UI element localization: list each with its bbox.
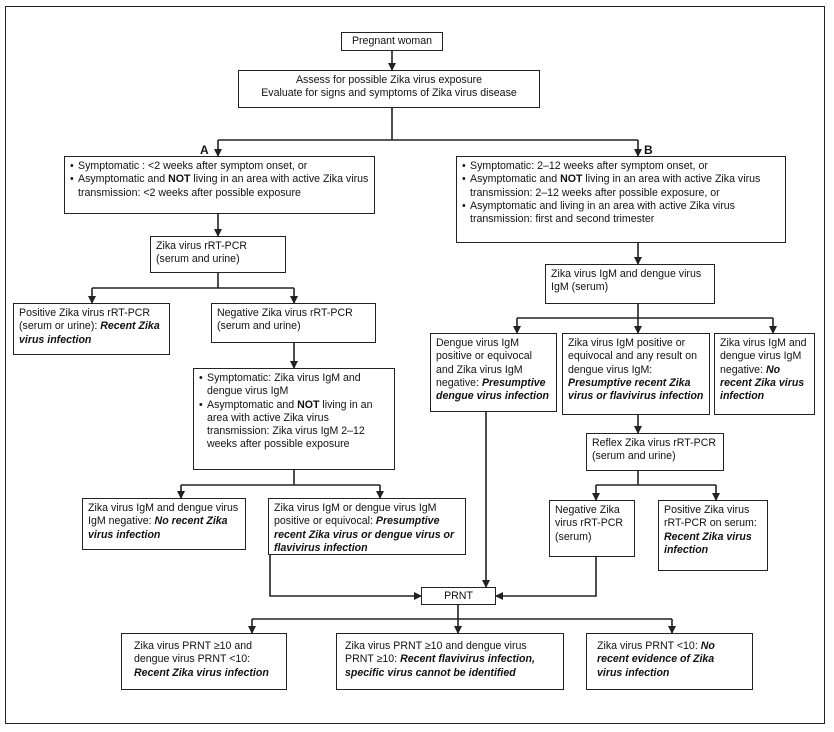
node-line: Reflex Zika virus rRT-PCR — [592, 437, 717, 449]
node-line: Zika virus rRT-PCR — [156, 240, 248, 252]
node-result: Recent Zika virus infection — [19, 320, 160, 346]
node-text: Zika virus PRNT ≥10 and dengue virus PRN… — [345, 640, 527, 666]
node-criteria-b: Symptomatic: 2–12 weeks after symptom on… — [456, 156, 786, 243]
node-prnt-result-3: Zika virus PRNT <10: No recent evidence … — [586, 633, 753, 690]
arrow-igm-pos-a-to-prnt — [269, 555, 422, 600]
node-text: Positive Zika virus rRT-PCR (serum or ur… — [19, 307, 151, 333]
node-negative-reflex: Negative Zika virus rRT-PCR (serum) — [549, 500, 635, 557]
node-line: (serum and urine) — [156, 253, 240, 266]
bullet-text: Asymptomatic and — [470, 173, 561, 186]
node-prnt: PRNT — [421, 587, 496, 605]
node-dengue-positive: Dengue virus IgM positive or equivocal a… — [430, 333, 557, 412]
node-result: Recent flavivirus infection, specific vi… — [345, 653, 535, 679]
diagram-frame — [5, 6, 825, 724]
node-igm-b: Zika virus IgM and dengue virus IgM (ser… — [545, 264, 715, 304]
node-igm-negative-a: Zika virus IgM and dengue virus IgM nega… — [82, 498, 246, 550]
node-criteria-a: Symptomatic : <2 weeks after symptom ons… — [64, 156, 375, 214]
node-zika-rtpcr: Zika virus rRT-PCR (serum and urine) — [150, 236, 286, 273]
node-positive-reflex: Positive Zika virus rRT-PCR on serum: Re… — [658, 500, 768, 571]
split-igm-b — [517, 304, 773, 319]
node-result: Presumptive recent Zika virus or dengue … — [274, 515, 455, 554]
node-line: (serum and urine) — [217, 320, 301, 333]
bullet-text: Asymptomatic and — [78, 173, 169, 186]
node-result: No recent evidence of Zika virus infecti… — [597, 640, 715, 679]
bullet-item: Asymptomatic and NOT living in an area w… — [199, 399, 389, 452]
node-result: Recent Zika virus infection — [134, 666, 269, 679]
node-reflex-rtpcr: Reflex Zika virus rRT-PCR (serum and uri… — [586, 433, 724, 471]
node-text: Zika virus IgM and dengue virus IgM (ser… — [551, 268, 702, 294]
bullet-item: Asymptomatic and NOT living in an area w… — [70, 173, 369, 200]
split-reflex — [596, 471, 716, 486]
label-b: B — [644, 143, 653, 157]
split-prnt — [252, 605, 672, 620]
node-result: Presumptive dengue virus infection — [436, 376, 550, 403]
label-a: A — [200, 143, 209, 157]
split-a-b — [218, 108, 638, 141]
split-igm-a — [181, 470, 380, 486]
bullet-text: living in an area with active Zika virus… — [78, 173, 369, 199]
node-pregnant-woman: Pregnant woman — [341, 32, 443, 51]
node-both-negative: Zika virus IgM and dengue virus IgM nega… — [714, 333, 815, 415]
bullet-item: Symptomatic: Zika virus IgM and dengue v… — [199, 372, 389, 399]
node-text: Positive Zika virus rRT-PCR on serum: — [664, 504, 757, 530]
node-result: Recent Zika virus infection — [664, 530, 752, 556]
node-result: Presumptive recent Zika virus or flavivi… — [568, 376, 704, 403]
bullet-item: Asymptomatic and living in an area with … — [462, 200, 780, 227]
node-text: Pregnant woman — [351, 35, 433, 47]
node-text: PRNT — [444, 590, 473, 602]
node-prnt-result-2: Zika virus PRNT ≥10 and dengue virus PRN… — [336, 633, 564, 690]
node-text: Zika virus IgM positive or equivocal and… — [568, 337, 697, 376]
bullet-item: Symptomatic: 2–12 weeks after symptom on… — [462, 160, 780, 174]
node-result: No recent Zika virus infection — [88, 515, 228, 541]
bullet-item: Symptomatic : <2 weeks after symptom ons… — [70, 160, 369, 174]
node-text: Zika virus IgM or dengue virus IgM posit… — [274, 502, 437, 528]
bullet-text: Asymptomatic and — [207, 398, 298, 411]
node-line: Assess for possible Zika virus exposure — [295, 74, 483, 86]
bullet-emphasis: NOT — [560, 173, 583, 186]
split-rtpcr — [92, 273, 294, 289]
node-text: Dengue virus IgM positive or equivocal a… — [436, 337, 532, 389]
bullet-emphasis: NOT — [168, 173, 191, 186]
node-text: Zika virus PRNT <10: — [597, 640, 701, 652]
bullet-item: Asymptomatic and NOT living in an area w… — [462, 173, 780, 200]
node-line: Negative Zika virus rRT-PCR — [217, 307, 353, 319]
node-negative-rtpcr: Negative Zika virus rRT-PCR (serum and u… — [211, 303, 376, 343]
node-zika-positive: Zika virus IgM positive or equivocal and… — [562, 333, 710, 415]
node-criteria-igm-a: Symptomatic: Zika virus IgM and dengue v… — [193, 368, 395, 470]
node-text: Negative Zika virus rRT-PCR (serum) — [555, 504, 624, 543]
node-prnt-result-1: Zika virus PRNT ≥10 and dengue virus PRN… — [121, 633, 287, 690]
node-assess-exposure: Assess for possible Zika virus exposure … — [238, 70, 540, 108]
bullet-emphasis: NOT — [297, 398, 320, 411]
node-result: No recent Zika virus infection — [720, 363, 805, 403]
node-positive-rtpcr: Positive Zika virus rRT-PCR (serum or ur… — [13, 303, 170, 355]
bullet-text: living in an area with active Zika virus… — [470, 173, 761, 199]
node-line: Evaluate for signs and symptoms of Zika … — [261, 87, 517, 100]
node-igm-positive-a: Zika virus IgM or dengue virus IgM posit… — [268, 498, 466, 555]
node-line: (serum and urine) — [592, 450, 676, 463]
node-text: Zika virus PRNT ≥10 and dengue virus PRN… — [134, 640, 253, 666]
arrow-neg-reflex-to-prnt — [495, 557, 597, 600]
node-text: Zika virus IgM and dengue virus IgM nega… — [88, 502, 239, 528]
bullet-text: living in an area with active Zika virus… — [207, 398, 373, 451]
node-text: Zika virus IgM and dengue virus IgM nega… — [720, 337, 807, 376]
